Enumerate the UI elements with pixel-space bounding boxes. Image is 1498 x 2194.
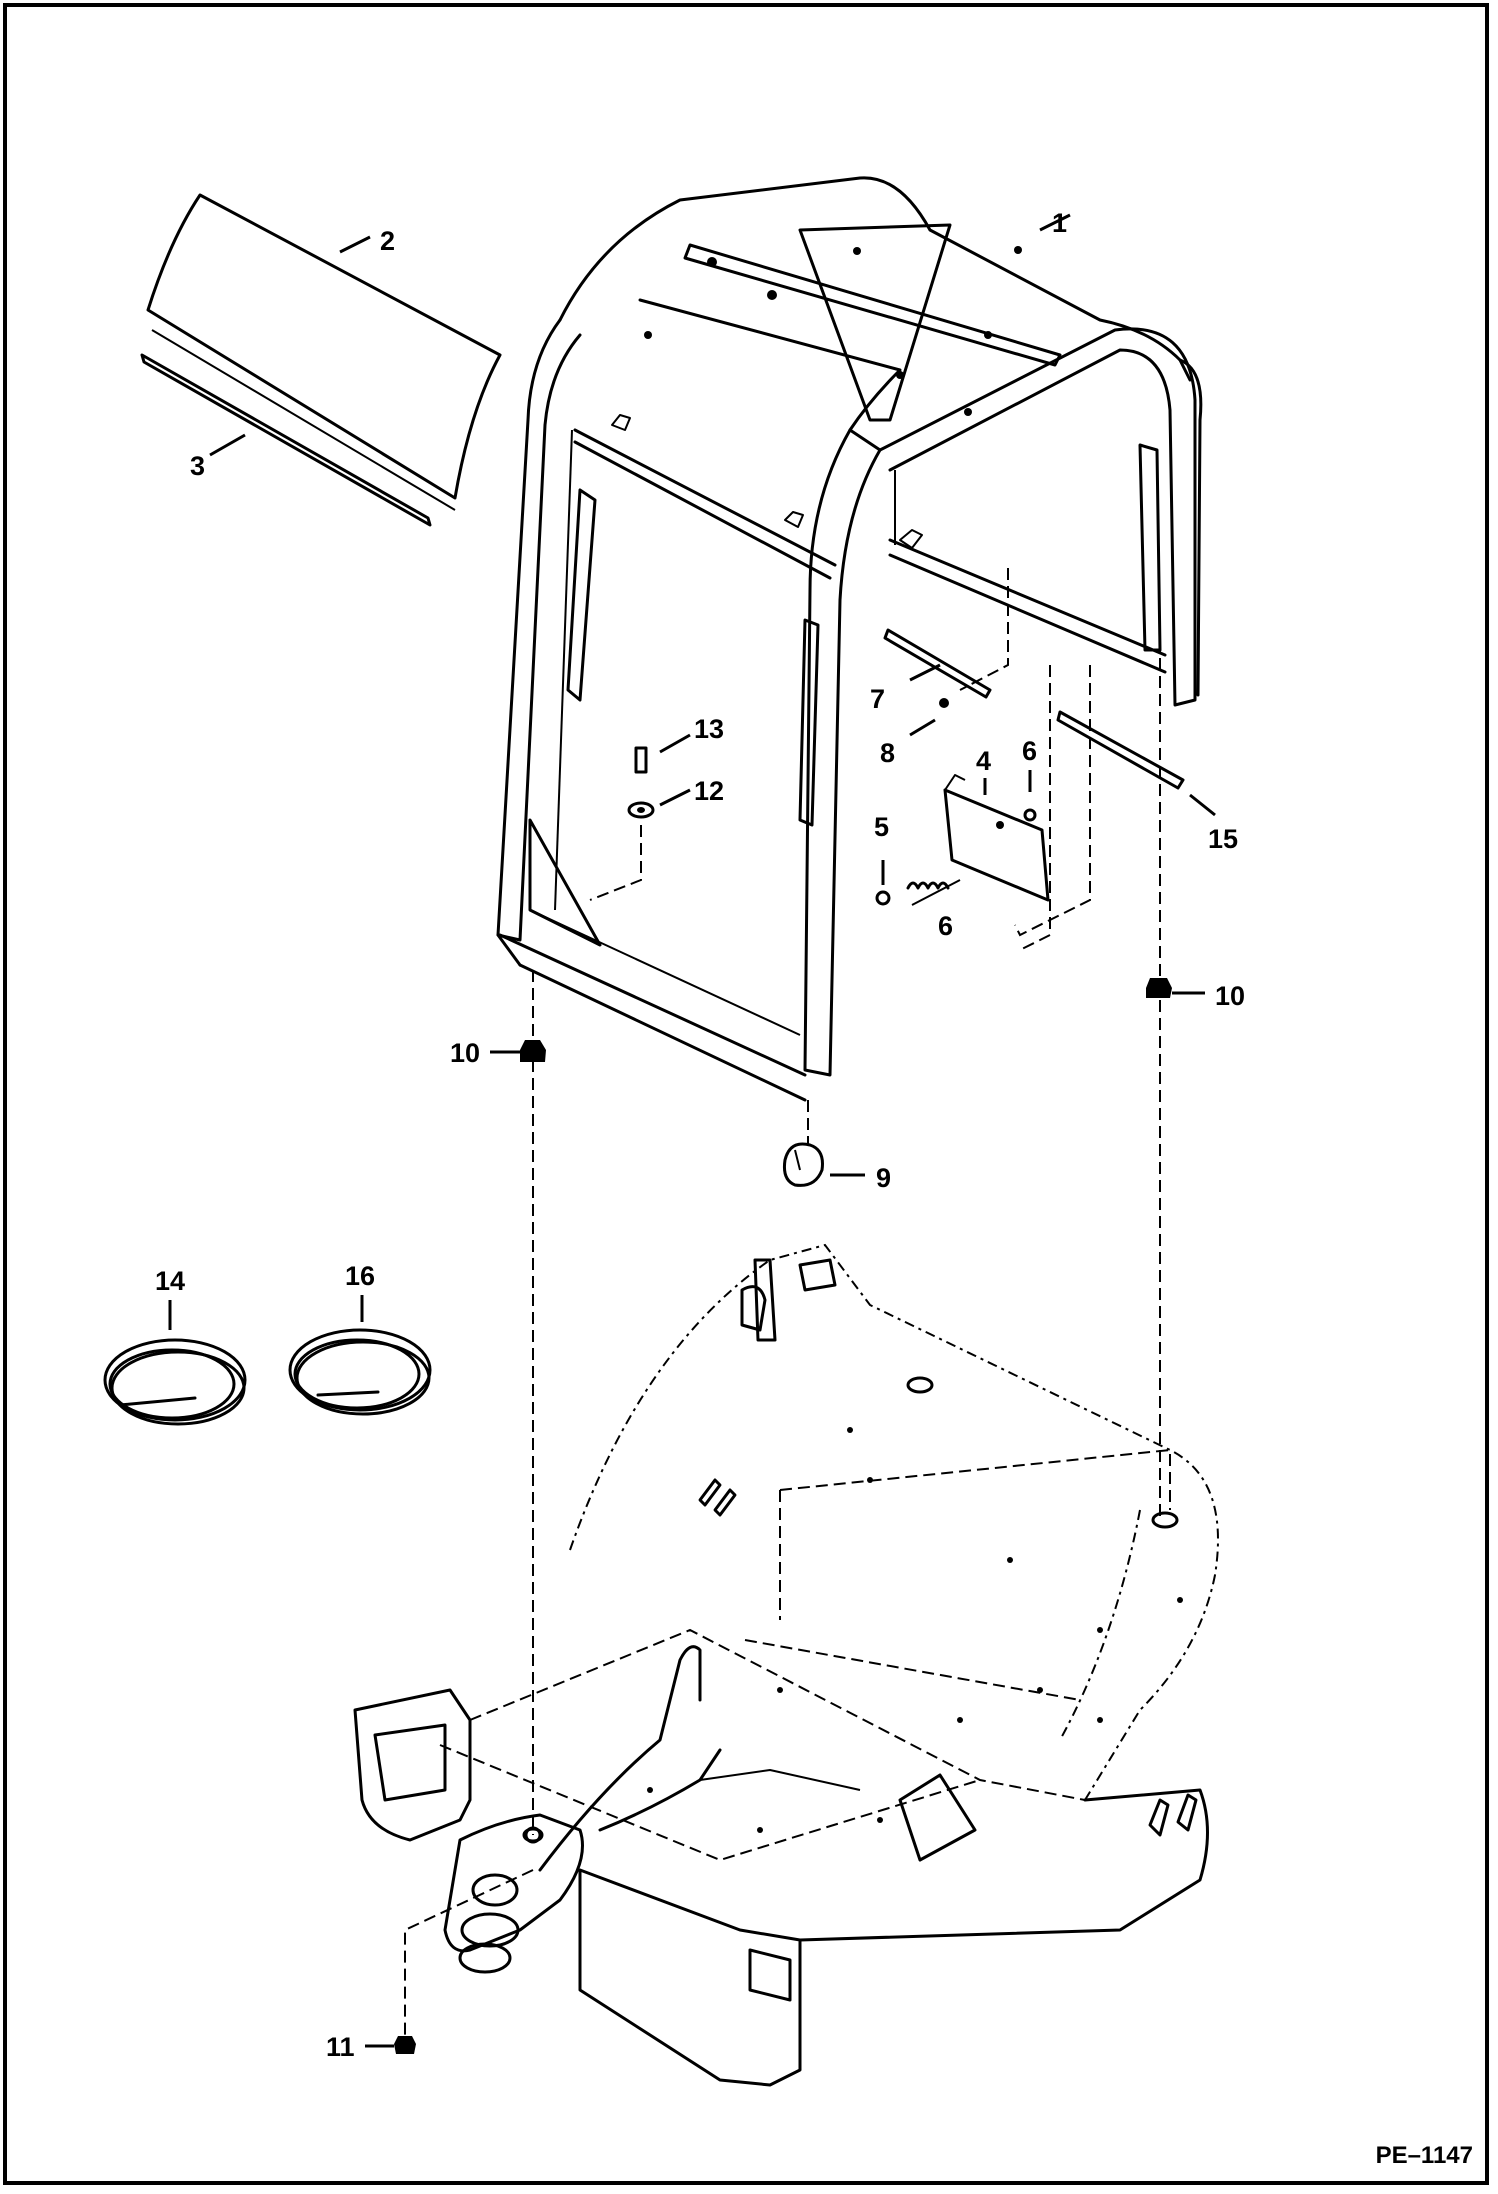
callout-5: 5 [874,812,889,842]
callout-4: 4 [976,746,991,776]
bottom-nut [394,2036,416,2054]
pillar-cap [783,1142,824,1187]
reference-code: PE–1147 [1376,2142,1473,2169]
cover-plate-assembly [875,774,1050,906]
callout-1: 1 [1052,208,1067,238]
bolt-and-washer [627,746,655,819]
callout-labels: 1 2 3 4 5 6 6 7 8 9 10 10 11 12 13 14 15… [155,208,1245,2062]
callout-14: 14 [155,1266,185,1296]
side-seal-strip [1056,710,1185,790]
callout-11: 11 [326,2032,355,2062]
diagram-border [3,3,1489,2185]
callout-15: 15 [1208,824,1238,854]
callout-8: 8 [880,738,895,768]
callout-12: 12 [694,776,724,806]
seal-coil-16 [288,1328,432,1416]
mounting-strip [883,628,992,708]
callout-2: 2 [380,226,395,256]
callout-10-left: 10 [450,1038,480,1068]
callout-6-upper: 6 [1022,736,1037,766]
canopy-rops [496,176,1203,1102]
assembly-lines [404,568,1161,2035]
callout-13: 13 [694,714,724,744]
windshield-panel [146,193,502,511]
callout-3: 3 [190,451,205,481]
callout-16: 16 [345,1261,375,1291]
windshield-seal-strip [140,353,432,527]
callout-9: 9 [876,1163,891,1193]
callout-7: 7 [870,684,885,714]
callout-6-lower: 6 [938,911,953,941]
upper-frame [353,1243,1219,2087]
leaders [168,213,1216,2048]
seal-coil-14 [103,1338,247,1426]
callout-10-right: 10 [1215,981,1245,1011]
